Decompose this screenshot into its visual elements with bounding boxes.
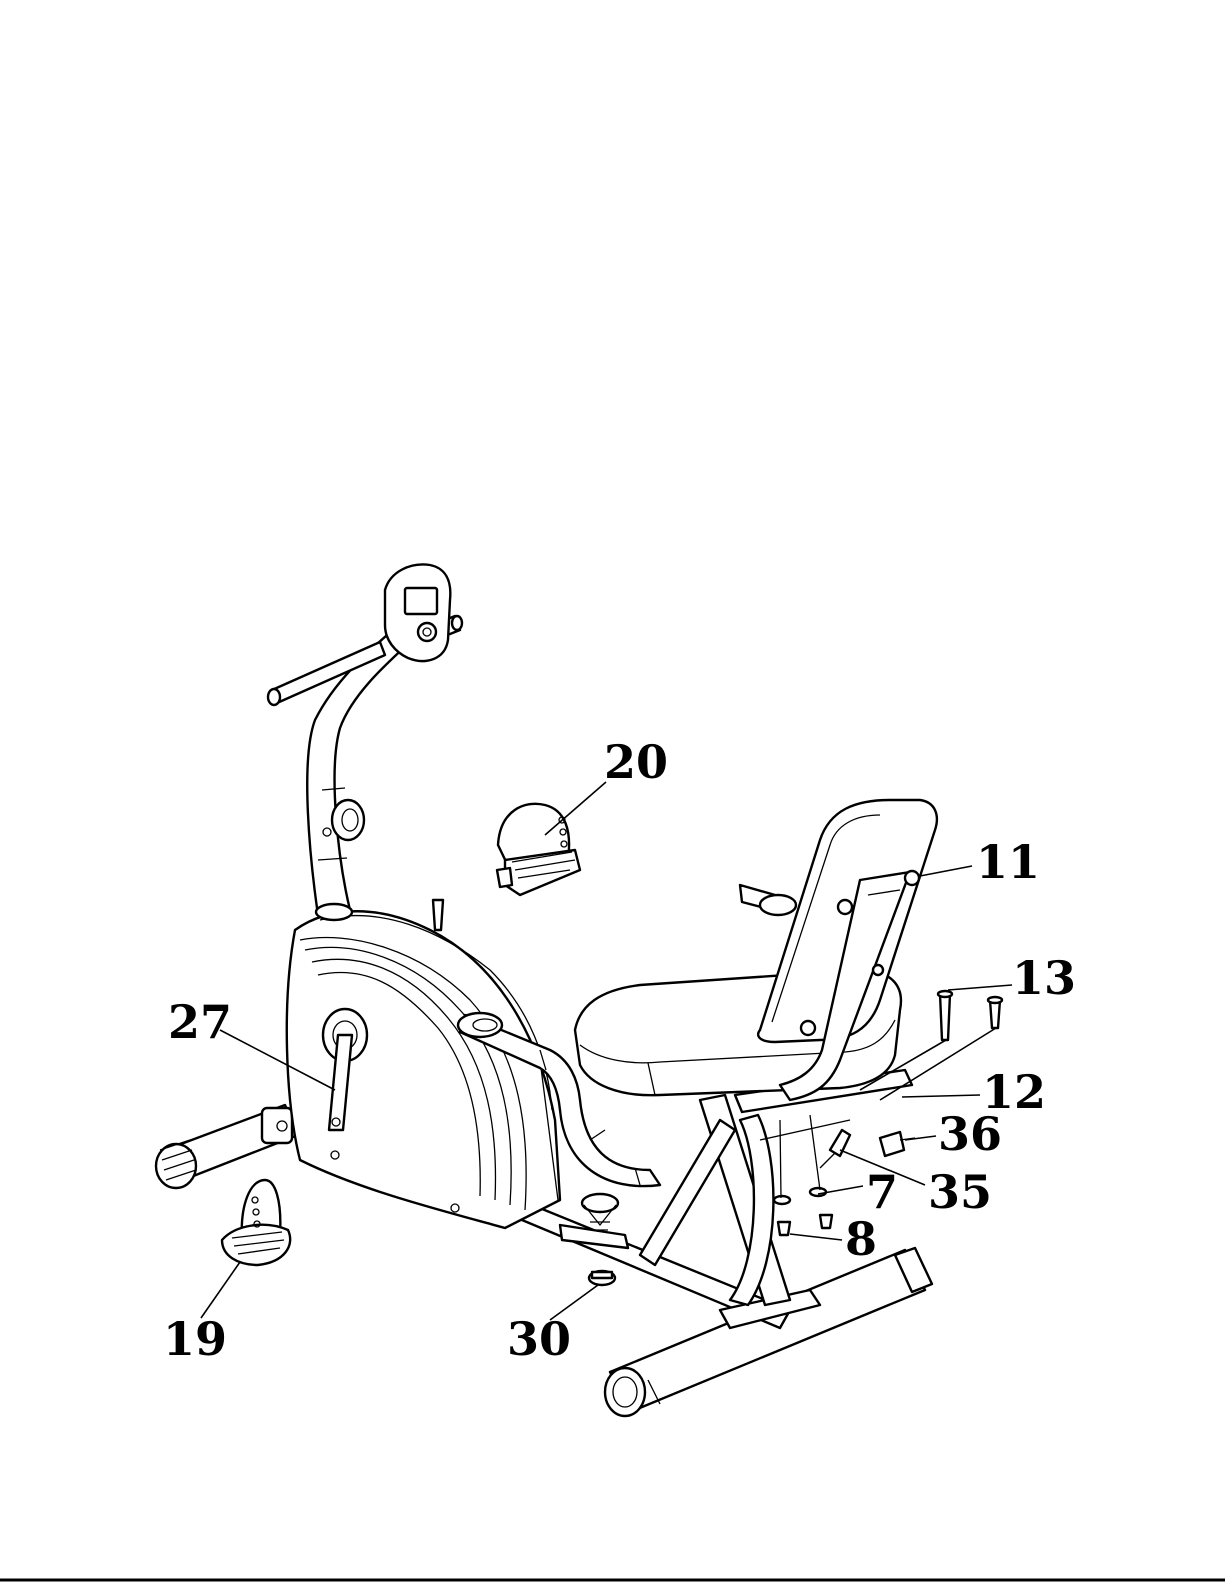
leveling-foot	[560, 1194, 628, 1285]
callout-35: 35	[928, 1165, 992, 1219]
front-stabilizer	[156, 1105, 298, 1188]
callout-27: 27	[168, 995, 232, 1049]
recumbent-bike-drawing	[156, 564, 1002, 1416]
bolts	[938, 991, 1002, 1040]
callout-11: 11	[976, 835, 1040, 889]
callout-8: 8	[845, 1212, 877, 1266]
pedal-right	[497, 804, 580, 895]
callout-7: 7	[866, 1165, 898, 1219]
pedal-left	[222, 1180, 290, 1265]
callout-30: 30	[507, 1312, 571, 1366]
callout-20: 20	[604, 735, 668, 789]
callout-13: 13	[1012, 951, 1076, 1005]
console-post	[268, 564, 462, 930]
flywheel-housing	[287, 911, 560, 1228]
callout-19: 19	[163, 1312, 227, 1366]
callout-36: 36	[938, 1107, 1002, 1161]
